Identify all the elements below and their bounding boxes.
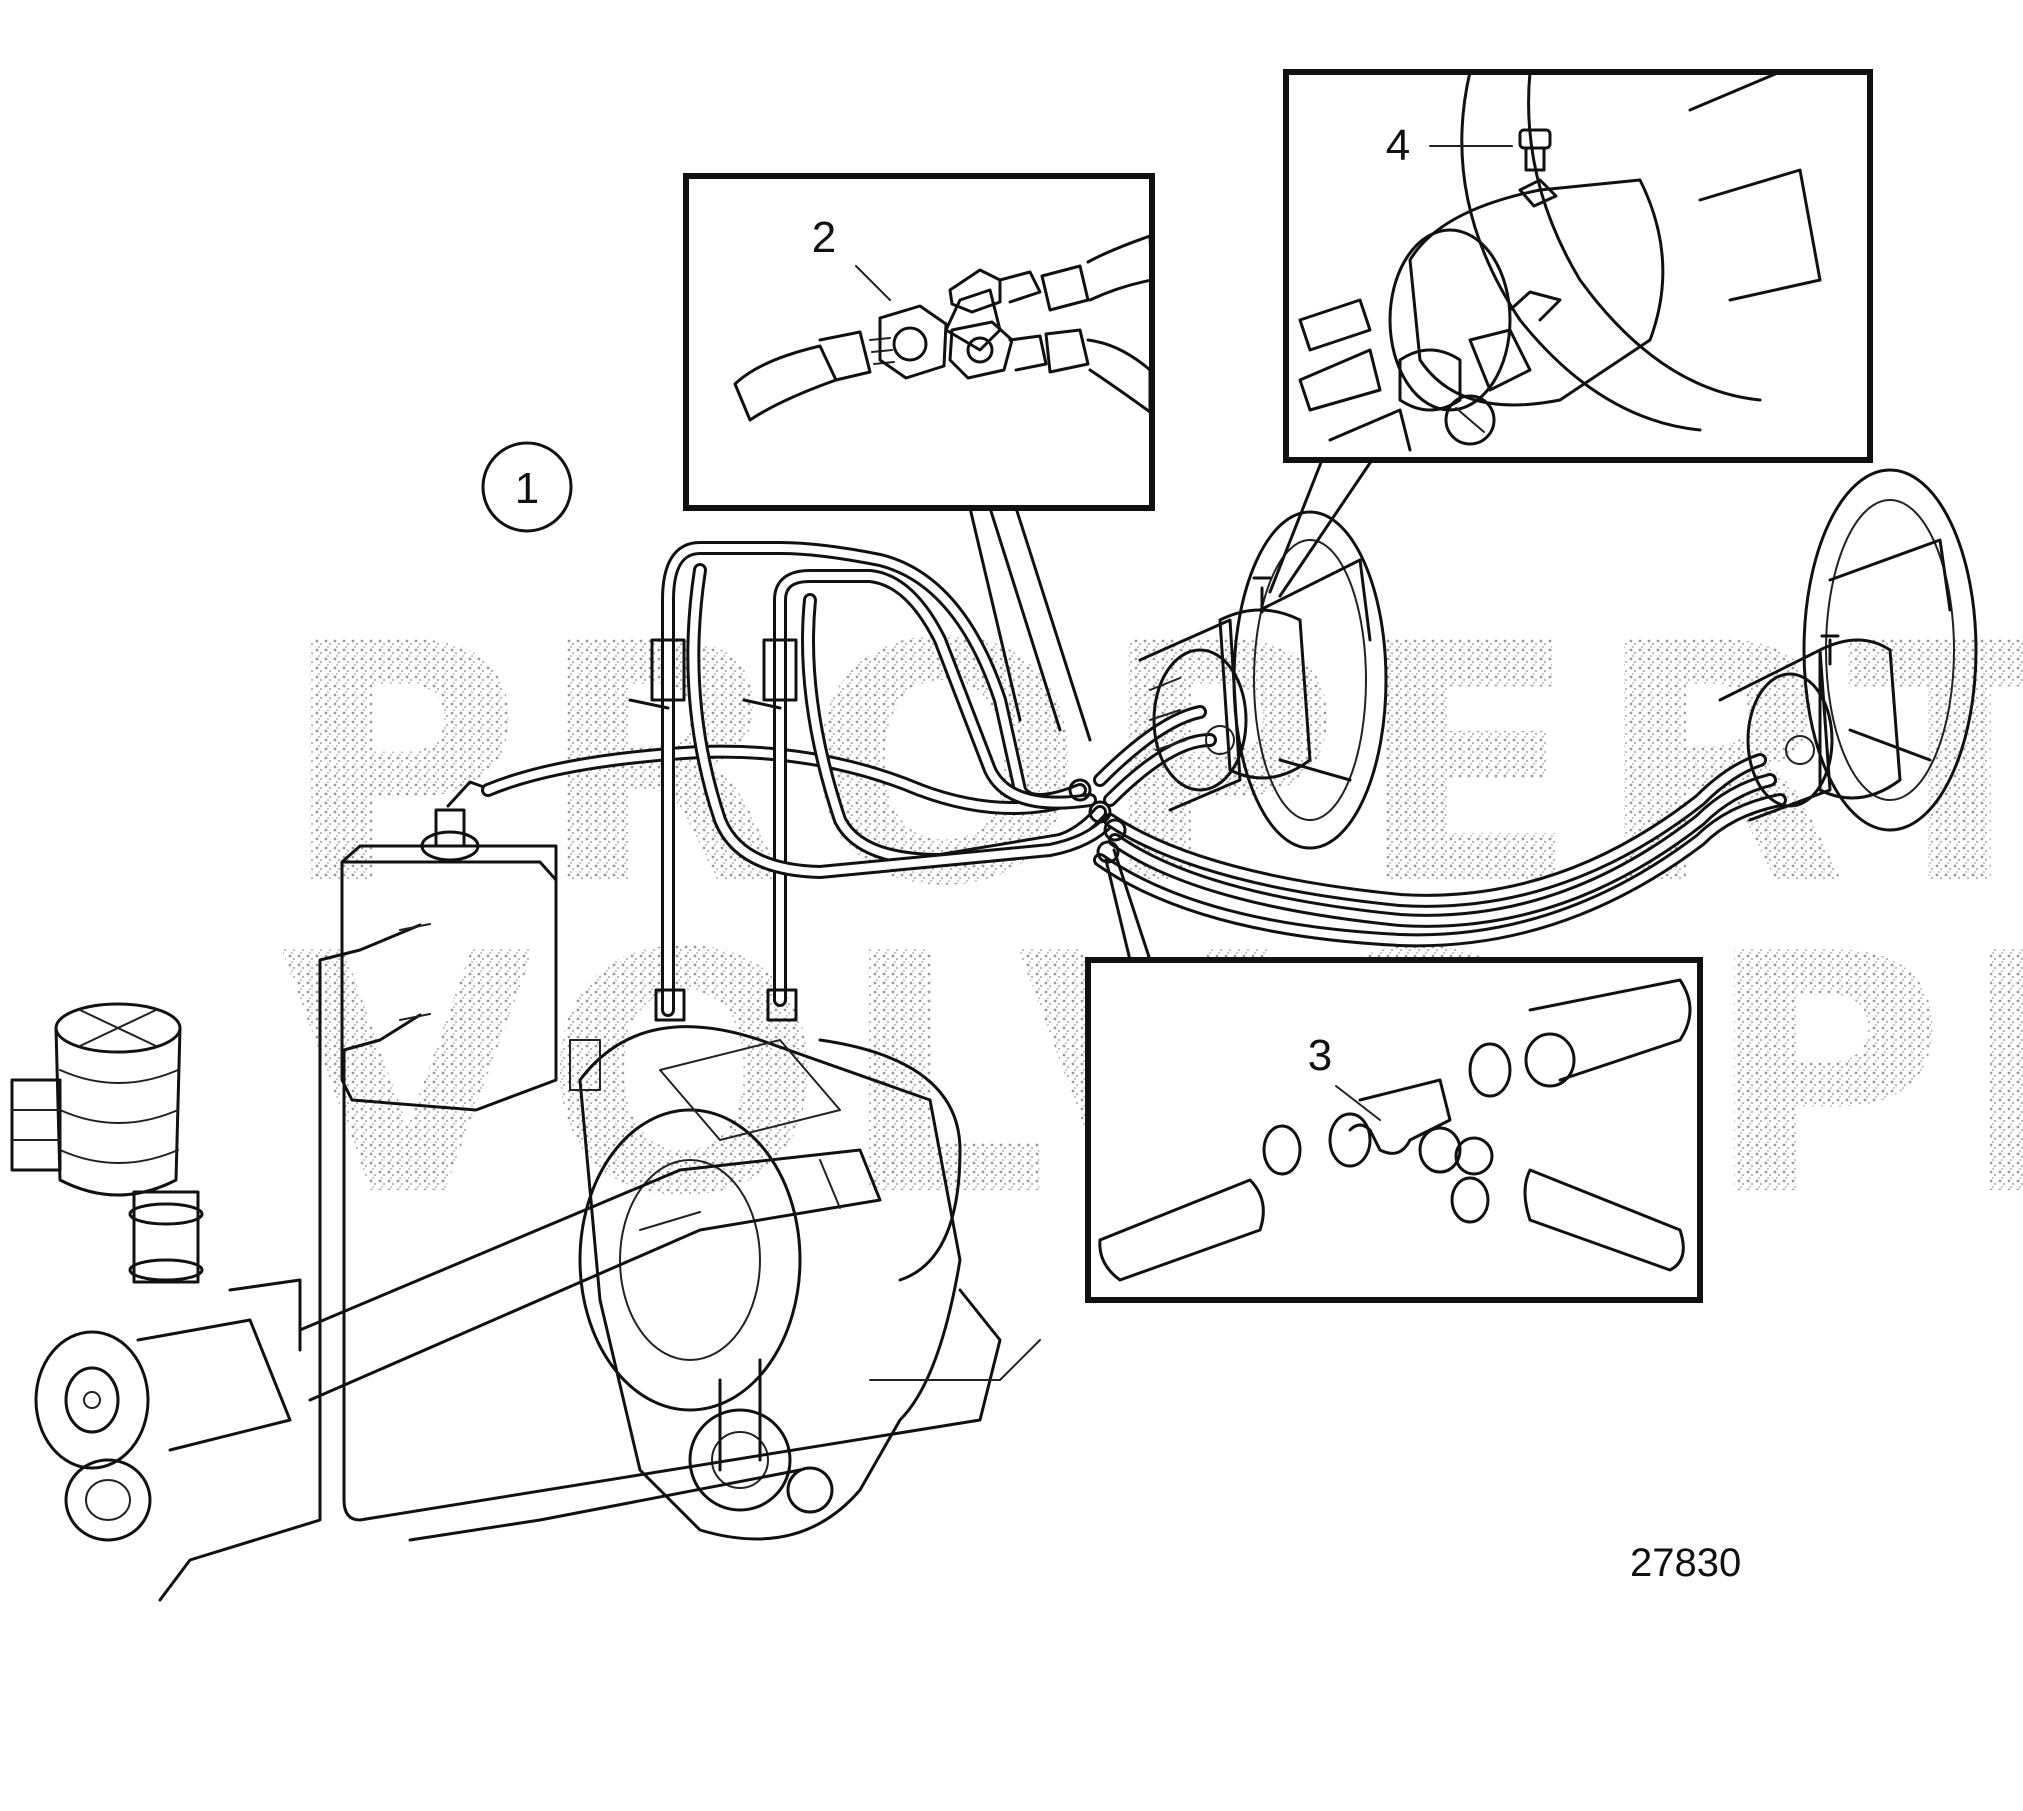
pump-pulley — [34, 1278, 302, 1542]
helm-station-lower — [1718, 468, 1978, 832]
air-filter — [10, 1002, 204, 1284]
callout-label-2: 2 — [812, 213, 836, 262]
expansion-tank — [340, 780, 601, 1112]
callout-1: 1 — [481, 441, 573, 533]
callout-label-4: 4 — [1386, 121, 1410, 170]
engine-assembly — [10, 923, 1041, 1602]
detail-inset-hose-tee: 3 — [1085, 848, 1703, 1303]
detail-inset-pipe-tee: 2 — [683, 173, 1155, 742]
drawing-number: 27830 — [1630, 1541, 1741, 1585]
helm-station-upper — [1138, 510, 1388, 850]
detail-inset-filler-plug: 4 — [1268, 69, 1873, 598]
hydraulic-pipes — [481, 541, 1787, 1022]
callout-label-1: 1 — [515, 464, 539, 513]
callout-label-3: 3 — [1308, 1031, 1332, 1080]
